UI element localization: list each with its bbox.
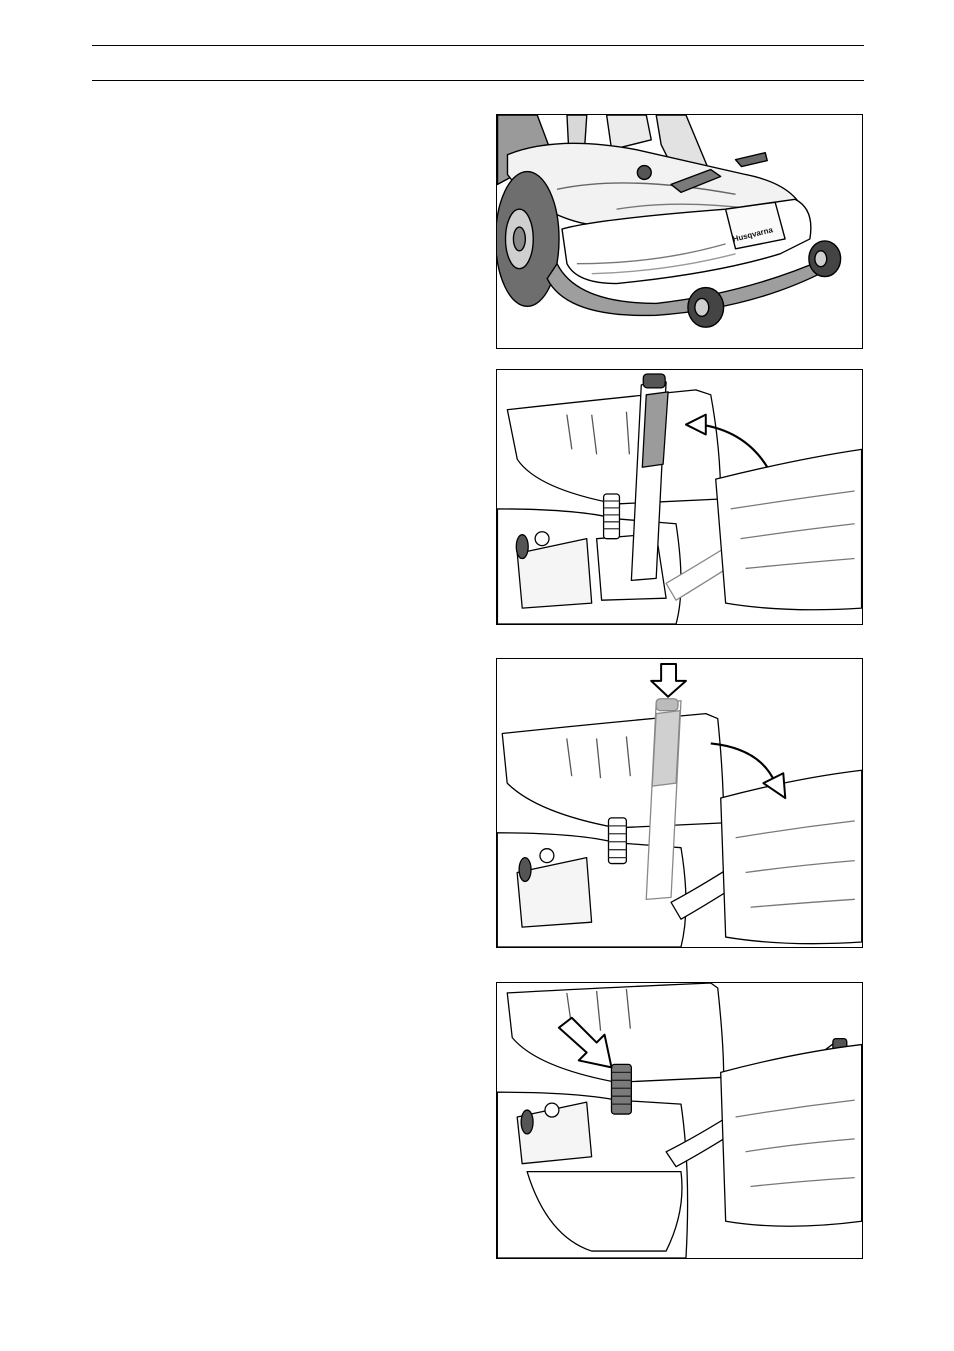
illustration-mower-front: Husqvarna [496, 114, 863, 349]
header-rule-bottom [92, 80, 864, 81]
lever-raise-drawing [497, 370, 862, 624]
illustration-lever-raise [496, 369, 863, 625]
header-rule-top [92, 45, 864, 46]
lever-lower-drawing [497, 659, 862, 947]
lever-button-press-drawing [497, 983, 862, 1258]
illustration-lever-button-press [496, 982, 863, 1259]
illustration-lever-lower [496, 658, 863, 948]
mower-front-drawing: Husqvarna [497, 115, 862, 348]
